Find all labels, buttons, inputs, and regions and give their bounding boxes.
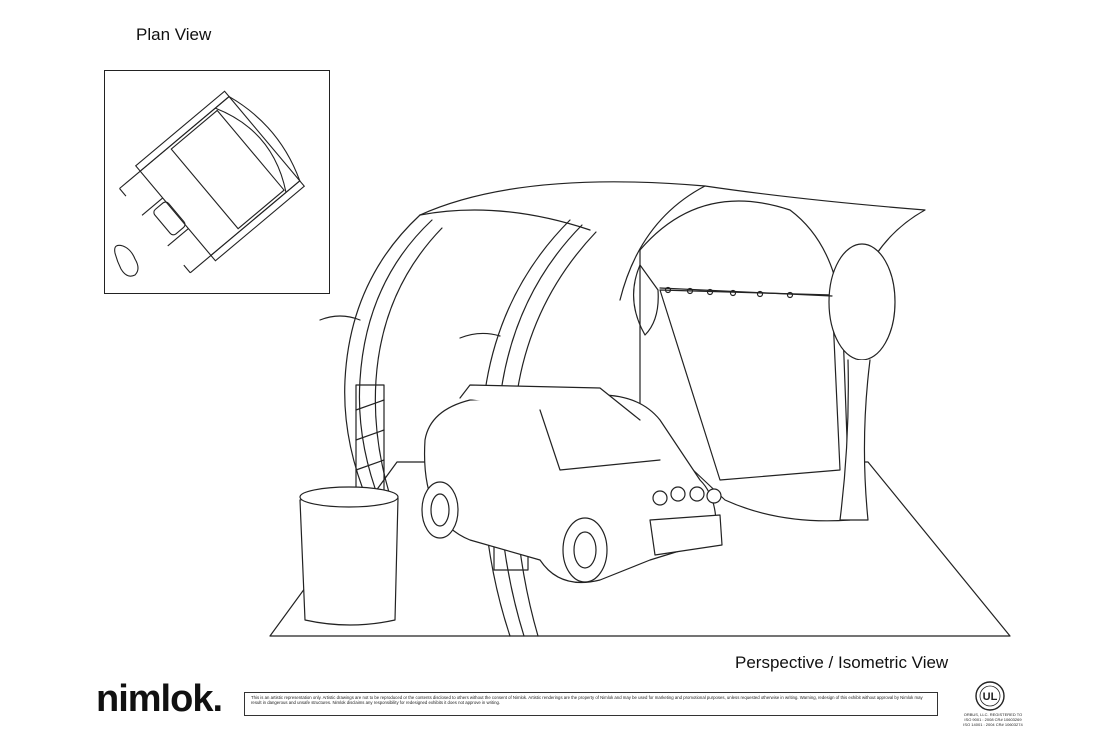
cert-line-3: ISO 14001 : 2004 CR# 10603274 — [963, 722, 1023, 727]
canopy-top — [419, 181, 926, 286]
nimlok-logo: nimlok. — [96, 678, 223, 720]
ul-mark-text: UL — [983, 691, 998, 703]
front-rail — [459, 332, 501, 339]
left-rail — [319, 315, 361, 321]
tree-trunk — [839, 359, 871, 521]
disclaimer-text: This is an artistic representation only.… — [244, 692, 938, 716]
certification-text: ORBUS, LLC. REGISTERED TO ISO 9001 : 200… — [958, 712, 1028, 727]
cert-line-1: ORBUS, LLC. REGISTERED TO — [963, 712, 1023, 717]
plan-view-title: Plan View — [136, 25, 212, 44]
round-sign — [828, 243, 896, 361]
perspective-view-title: Perspective / Isometric View — [735, 653, 949, 672]
reception-counter — [299, 486, 399, 626]
car — [421, 384, 723, 584]
track-lights — [664, 286, 794, 299]
cert-line-2: ISO 9001 : 2008 CR# 10603269 — [964, 717, 1022, 722]
left-oval — [632, 264, 659, 336]
rear-arch — [639, 200, 841, 301]
ul-certification-icon: UL — [975, 681, 1005, 711]
plan-counter — [114, 244, 139, 277]
plan-tunnel — [119, 90, 306, 274]
plan-view-drawing — [104, 70, 330, 294]
